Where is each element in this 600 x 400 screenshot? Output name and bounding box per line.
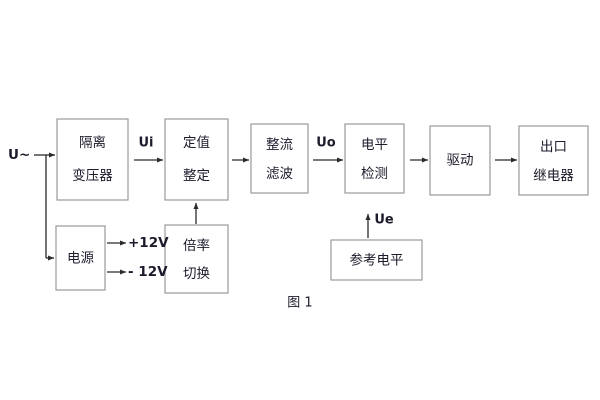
signal-label-uo: Uo	[316, 136, 336, 151]
wire-layer	[34, 152, 518, 275]
isolation-transformer-label-line1: 隔离	[79, 134, 106, 151]
block-rectify-filter[interactable]: 整流 滤波	[250, 123, 309, 194]
multiplier-switch-box[interactable]	[164, 224, 229, 294]
block-level-detection[interactable]: 电平 检测	[344, 123, 405, 194]
power-supply-box[interactable]	[55, 225, 106, 291]
level-detection-label-line2: 检测	[361, 166, 388, 182]
output-relay-label-line2: 继电器	[533, 168, 574, 184]
signal-label-rail-positive: +12V	[128, 235, 169, 251]
signal-label-rail-negative: - 12V	[128, 264, 168, 280]
rectify-filter-label-line2: 滤波	[266, 166, 293, 182]
block-output-relay[interactable]: 出口 继电器	[518, 125, 589, 196]
level-detection-label-line1: 电平	[361, 137, 388, 153]
power-supply-label: 电源	[67, 251, 94, 267]
multiplier-switch-label-line2: 切换	[183, 266, 210, 282]
multiplier-switch-label-line1: 倍率	[183, 237, 210, 254]
reference-level-label: 参考电平	[350, 252, 404, 269]
setting-value-box[interactable]	[164, 118, 229, 201]
block-power-supply[interactable]: 电源	[55, 225, 106, 291]
reference-level-box[interactable]	[330, 239, 423, 281]
signal-label-input-source: U~	[8, 147, 30, 163]
output-relay-label-line1: 出口	[540, 139, 567, 155]
block-reference-level[interactable]: 参考电平	[330, 239, 423, 281]
signal-label-ue: Ue	[374, 213, 394, 228]
rectify-filter-label-line1: 整流	[266, 137, 293, 153]
drive-label: 驱动	[447, 153, 474, 169]
block-isolation-transformer[interactable]: 隔离 变压器	[56, 118, 129, 201]
setting-value-label-line1: 定值	[183, 135, 210, 151]
signal-label-ui: Ui	[138, 136, 153, 151]
output-relay-box[interactable]	[518, 125, 589, 196]
setting-value-label-line2: 整定	[183, 168, 210, 184]
isolation-transformer-box[interactable]	[56, 118, 129, 201]
figure-caption: 图 1	[287, 296, 312, 311]
isolation-transformer-label-line2: 变压器	[72, 168, 113, 184]
drive-box[interactable]	[429, 125, 491, 196]
block-multiplier-switch[interactable]: 倍率 切换	[164, 224, 229, 294]
level-detection-box[interactable]	[344, 123, 405, 194]
block-drive[interactable]: 驱动	[429, 125, 491, 196]
rectify-filter-box[interactable]	[250, 123, 309, 194]
block-setting-value[interactable]: 定值 整定	[164, 118, 229, 201]
